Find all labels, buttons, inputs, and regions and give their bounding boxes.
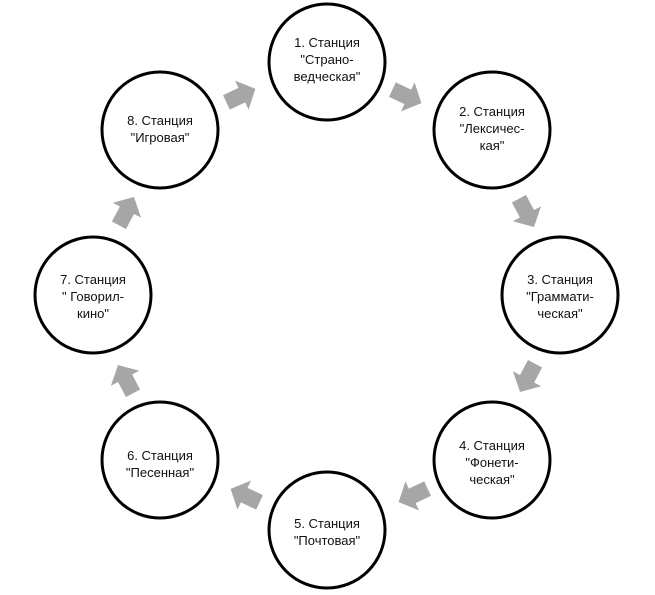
station-6-line-1: 6. Станция [127,448,193,463]
arrow-2-to-3 [511,195,542,228]
station-2-circle [432,70,552,190]
arrow-3-to-4 [512,360,543,393]
station-1-line-1: 1. Станция [294,35,360,50]
station-6: 6. Станция "Песенная" [100,400,220,520]
stations-layer: 1. Станция "Страно- ведческая" 2. Станци… [33,2,620,590]
station-2-line-3: кая" [480,138,505,153]
arrow-7-to-8 [111,196,142,229]
station-7-line-1: 7. Станция [60,272,126,287]
station-3: 3. Станция "Граммати- ческая" [500,235,620,355]
station-5-line-2: "Почтовая" [294,533,361,548]
station-4-line-3: ческая" [469,472,515,487]
station-7-line-2: " Говорил- [62,289,124,304]
station-1-line-2: "Страно- [300,52,353,67]
arrow-1-to-2 [389,82,422,112]
station-4-line-1: 4. Станция [459,438,525,453]
arrow-5-to-6 [230,480,263,510]
station-2-line-2: "Лексичес- [460,121,525,136]
station-1-line-3: ведческая" [294,69,361,84]
station-5: 5. Станция "Почтовая" [267,470,387,590]
station-6-line-2: "Песенная" [126,465,195,480]
station-7-line-3: кино" [77,306,109,321]
arrow-8-to-1 [223,80,256,110]
station-5-line-1: 5. Станция [294,516,360,531]
station-8: 8. Станция "Игровая" [100,70,220,190]
station-8-line-2: "Игровая" [131,130,190,145]
station-3-line-1: 3. Станция [527,272,593,287]
station-3-line-2: "Граммати- [526,289,594,304]
station-1-circle [267,2,387,122]
station-7-circle [33,235,153,355]
station-1: 1. Станция "Страно- ведческая" [267,2,387,122]
station-4-line-2: "Фонети- [465,455,518,470]
arrows-layer [110,80,543,511]
station-8-circle [100,70,220,190]
station-2: 2. Станция "Лексичес- кая" [432,70,552,190]
station-4: 4. Станция "Фонети- ческая" [432,400,552,520]
arrow-4-to-5 [398,481,431,511]
station-7: 7. Станция " Говорил- кино" [33,235,153,355]
arrow-6-to-7 [110,364,141,397]
station-4-circle [432,400,552,520]
station-3-line-3: ческая" [537,306,583,321]
station-8-line-1: 8. Станция [127,113,193,128]
station-2-line-1: 2. Станция [459,104,525,119]
station-6-circle [100,400,220,520]
station-5-circle [267,470,387,590]
station-3-circle [500,235,620,355]
